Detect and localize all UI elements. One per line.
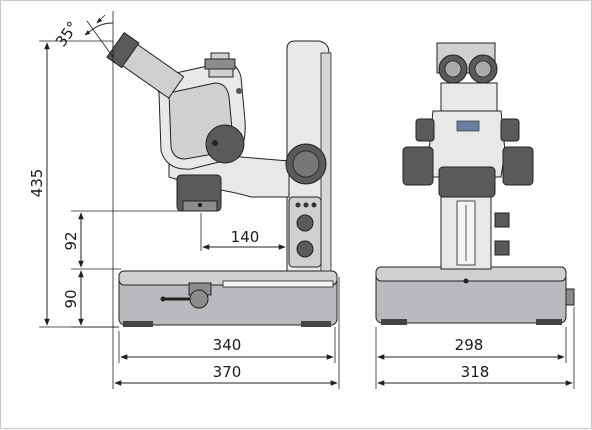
dimension-labels: 435 92 90 140 340 370 298 318 35° — [28, 18, 489, 381]
dimension-lines — [39, 11, 575, 389]
label-angle: 35° — [52, 18, 82, 50]
front-objective — [438, 166, 496, 198]
label-92: 92 — [62, 231, 80, 250]
front-view — [375, 42, 575, 325]
label-298: 298 — [455, 336, 484, 354]
label-340: 340 — [213, 336, 242, 354]
label-318: 318 — [461, 363, 490, 381]
label-435: 435 — [28, 169, 46, 198]
base-knob — [189, 289, 209, 309]
side-view — [106, 31, 338, 327]
zoom-knob — [205, 124, 245, 164]
label-140: 140 — [231, 228, 260, 246]
label-90: 90 — [62, 289, 80, 308]
label-370: 370 — [213, 363, 242, 381]
